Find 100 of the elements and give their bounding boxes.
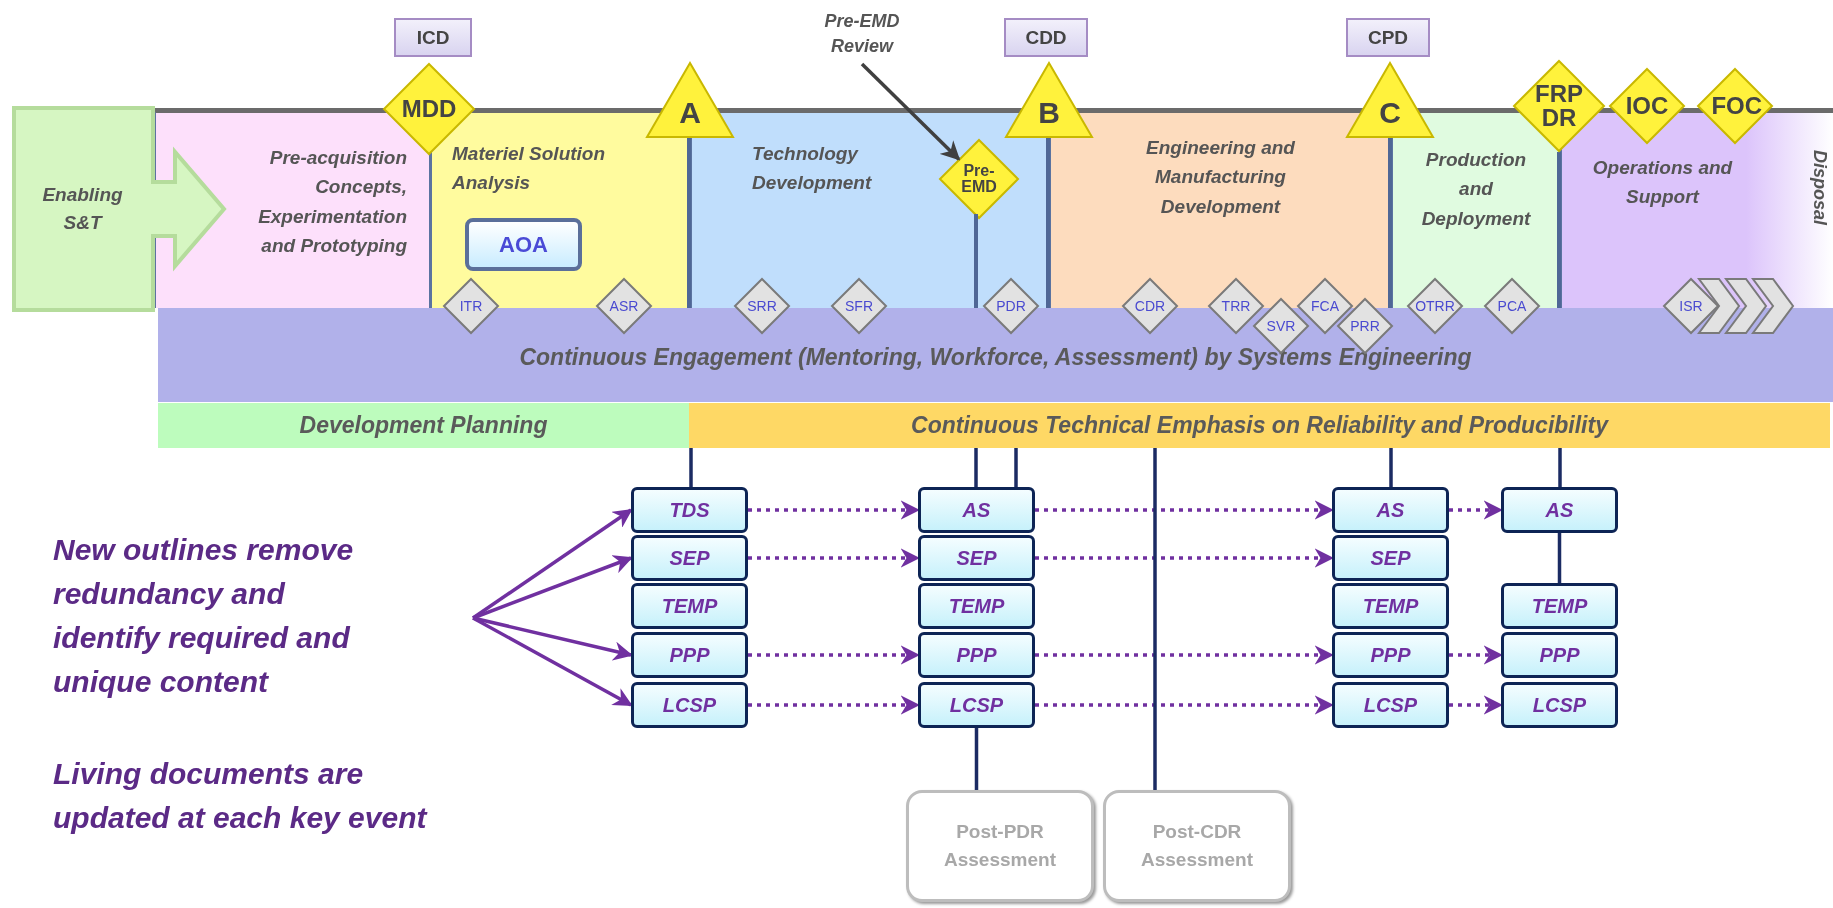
connector-line xyxy=(1014,448,1018,487)
connector-line xyxy=(1153,448,1157,790)
arrow xyxy=(860,62,961,161)
arrow xyxy=(1035,645,1334,665)
document-label: LCSP xyxy=(949,693,1004,717)
arrow xyxy=(748,645,920,665)
band-title: Continuous Technical Emphasis on Reliability and Producibility xyxy=(911,412,1608,439)
arrow xyxy=(472,616,633,707)
phase-title: Engineering and Manufacturing Development xyxy=(1145,136,1296,219)
arrow xyxy=(1449,695,1503,715)
document-box xyxy=(1501,682,1618,728)
document-box xyxy=(631,682,748,728)
note-text: Living documents are updated at each key event xyxy=(53,756,429,836)
document-box xyxy=(1332,632,1449,678)
review-label: SFR xyxy=(845,298,873,314)
band xyxy=(689,403,1830,448)
arrow xyxy=(1449,500,1503,520)
band-title: Development Planning xyxy=(299,412,548,439)
band-title: Continuous Engagement (Mentoring, Workforce, Assessment) by Systems Engineering xyxy=(519,344,1472,371)
milestone-label: B xyxy=(1038,95,1060,130)
assessment-box xyxy=(906,790,1094,902)
phase-title: Operations and Support xyxy=(1591,156,1734,210)
document-box xyxy=(918,583,1035,629)
assessment-box xyxy=(1103,790,1291,902)
arrow xyxy=(748,695,920,715)
connector-line xyxy=(1389,448,1393,487)
arrow xyxy=(1035,548,1334,568)
arrow xyxy=(472,555,633,620)
arrow xyxy=(1035,500,1334,520)
document-label: AS xyxy=(1376,498,1405,522)
box-label: AOA xyxy=(499,231,548,258)
review-label: ITR xyxy=(459,298,483,314)
document-tag xyxy=(394,18,472,57)
connector-line xyxy=(1557,533,1562,583)
arrow xyxy=(748,500,920,520)
milestone-label: FRP DR xyxy=(1534,82,1584,130)
document-box xyxy=(631,583,748,629)
phase-title: Enabling S&T xyxy=(41,182,124,235)
box-label: Post-CDR Assessment xyxy=(1140,819,1254,872)
review-label: FCA xyxy=(1311,298,1339,314)
document-box xyxy=(1332,487,1449,533)
review-label: PRR xyxy=(1350,318,1380,334)
document-box xyxy=(918,632,1035,678)
document-label: AS xyxy=(962,498,991,522)
review-label: ISR xyxy=(1679,298,1703,314)
document-label: LCSP xyxy=(662,693,717,717)
analysis-box xyxy=(465,218,582,271)
document-box xyxy=(631,535,748,581)
document-label: PPP xyxy=(956,643,997,667)
phase-title: Technology Development xyxy=(752,142,873,196)
document-box xyxy=(631,487,748,533)
document-label: TEMP xyxy=(948,594,1005,618)
document-box xyxy=(1501,583,1618,629)
milestone-label: C xyxy=(1379,95,1401,130)
connector-line xyxy=(1558,448,1562,487)
note-text: New outlines remove redundancy and identify required and unique content xyxy=(53,532,355,700)
arrow xyxy=(1035,695,1334,715)
document-tag xyxy=(1346,18,1430,57)
review-label: OTRR xyxy=(1415,298,1455,314)
document-label: TDS xyxy=(669,498,710,522)
arrow xyxy=(472,616,633,661)
document-box xyxy=(918,487,1035,533)
review-label: PDR xyxy=(996,298,1026,314)
tag-label: CDD xyxy=(1025,26,1067,49)
milestone-label: IOC xyxy=(1625,94,1669,118)
document-box xyxy=(1332,682,1449,728)
tag-label: CPD xyxy=(1367,26,1409,49)
connector-line xyxy=(974,728,979,790)
document-label: LCSP xyxy=(1532,693,1587,717)
document-label: AS xyxy=(1545,498,1574,522)
document-label: TEMP xyxy=(661,594,718,618)
document-label: SEP xyxy=(956,546,997,570)
document-box xyxy=(1501,487,1618,533)
document-box xyxy=(918,682,1035,728)
document-label: TEMP xyxy=(1362,594,1419,618)
document-label: PPP xyxy=(669,643,710,667)
document-tag xyxy=(1004,18,1088,57)
document-label: SEP xyxy=(1370,546,1411,570)
document-label: LCSP xyxy=(1363,693,1418,717)
milestone-label: Pre-EMD xyxy=(960,163,998,195)
phase-title: Production and Deployment xyxy=(1420,148,1532,231)
phase-title: Materiel Solution Analysis xyxy=(452,142,607,196)
document-box xyxy=(1332,535,1449,581)
band xyxy=(158,403,689,448)
document-label: TEMP xyxy=(1531,594,1588,618)
milestone-label: MDD xyxy=(401,97,457,121)
phase-title: Pre-acquisition Concepts, Experimentation and Prototyping xyxy=(257,146,407,259)
document-label: PPP xyxy=(1370,643,1411,667)
document-box xyxy=(631,632,748,678)
box-label: Post-PDR Assessment xyxy=(943,819,1057,872)
tag-label: ICD xyxy=(416,26,450,49)
phase-title: Disposal xyxy=(1809,150,1830,228)
connector-line xyxy=(974,448,978,487)
review-label: TRR xyxy=(1221,298,1251,314)
review-label: CDR xyxy=(1134,298,1166,314)
arrow xyxy=(748,548,920,568)
document-label: SEP xyxy=(669,546,710,570)
review-label: ASR xyxy=(609,298,639,314)
arrow xyxy=(1449,645,1503,665)
document-label: PPP xyxy=(1539,643,1580,667)
